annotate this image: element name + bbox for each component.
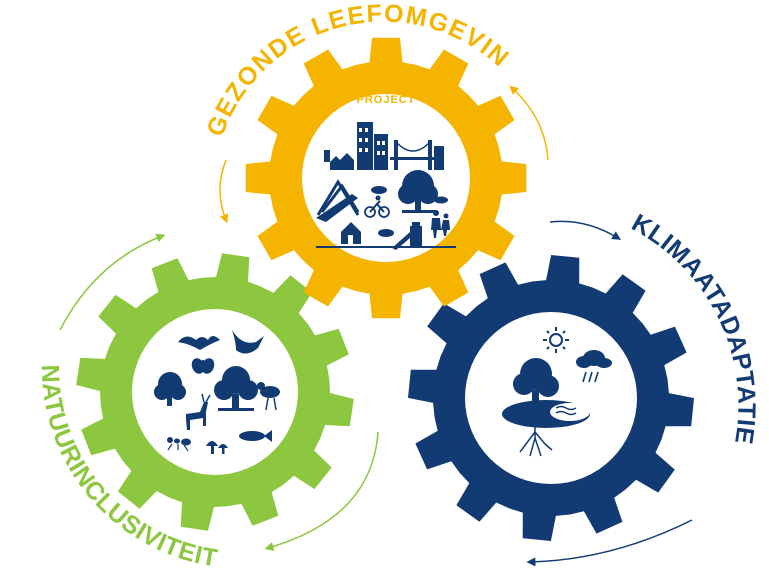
left-illustration [154, 330, 280, 454]
project-label: PROJECT [357, 94, 416, 106]
arrow-right-top [549, 220, 622, 240]
ant-icon [167, 437, 191, 452]
butterfly-icon [191, 358, 215, 374]
bridge-icon [390, 140, 444, 170]
deer-icon [186, 393, 211, 430]
playground-icon [316, 179, 360, 222]
rain-cloud-icon [576, 350, 612, 383]
buildings-icon [357, 122, 388, 170]
houses-icon [324, 150, 354, 170]
tree-icon [398, 170, 438, 213]
roots-icon [519, 426, 553, 457]
bird-icon [248, 382, 280, 411]
arrow-left-bottom [264, 431, 379, 551]
arrow-top-to-left [219, 159, 229, 224]
swallow-icon [232, 330, 264, 354]
arrow-left-up [59, 233, 166, 331]
arrow-top-right [509, 85, 549, 161]
sun-icon [543, 327, 569, 353]
slide-icon [392, 222, 422, 250]
tree-icon [154, 372, 186, 406]
top-illustration [316, 122, 456, 250]
mushroom-icon [206, 441, 228, 454]
house-icon [341, 222, 361, 244]
big-tree-icon [214, 366, 258, 411]
gear-top-center [302, 94, 470, 262]
bat-icon [178, 336, 220, 350]
water-pond-icon [502, 400, 590, 428]
arrow-right-bottom [526, 519, 693, 567]
cyclist-icon [364, 195, 390, 218]
right-illustration [502, 327, 612, 457]
fish-icon [239, 430, 272, 442]
children-icon [431, 210, 450, 238]
tree-icon [513, 358, 559, 412]
